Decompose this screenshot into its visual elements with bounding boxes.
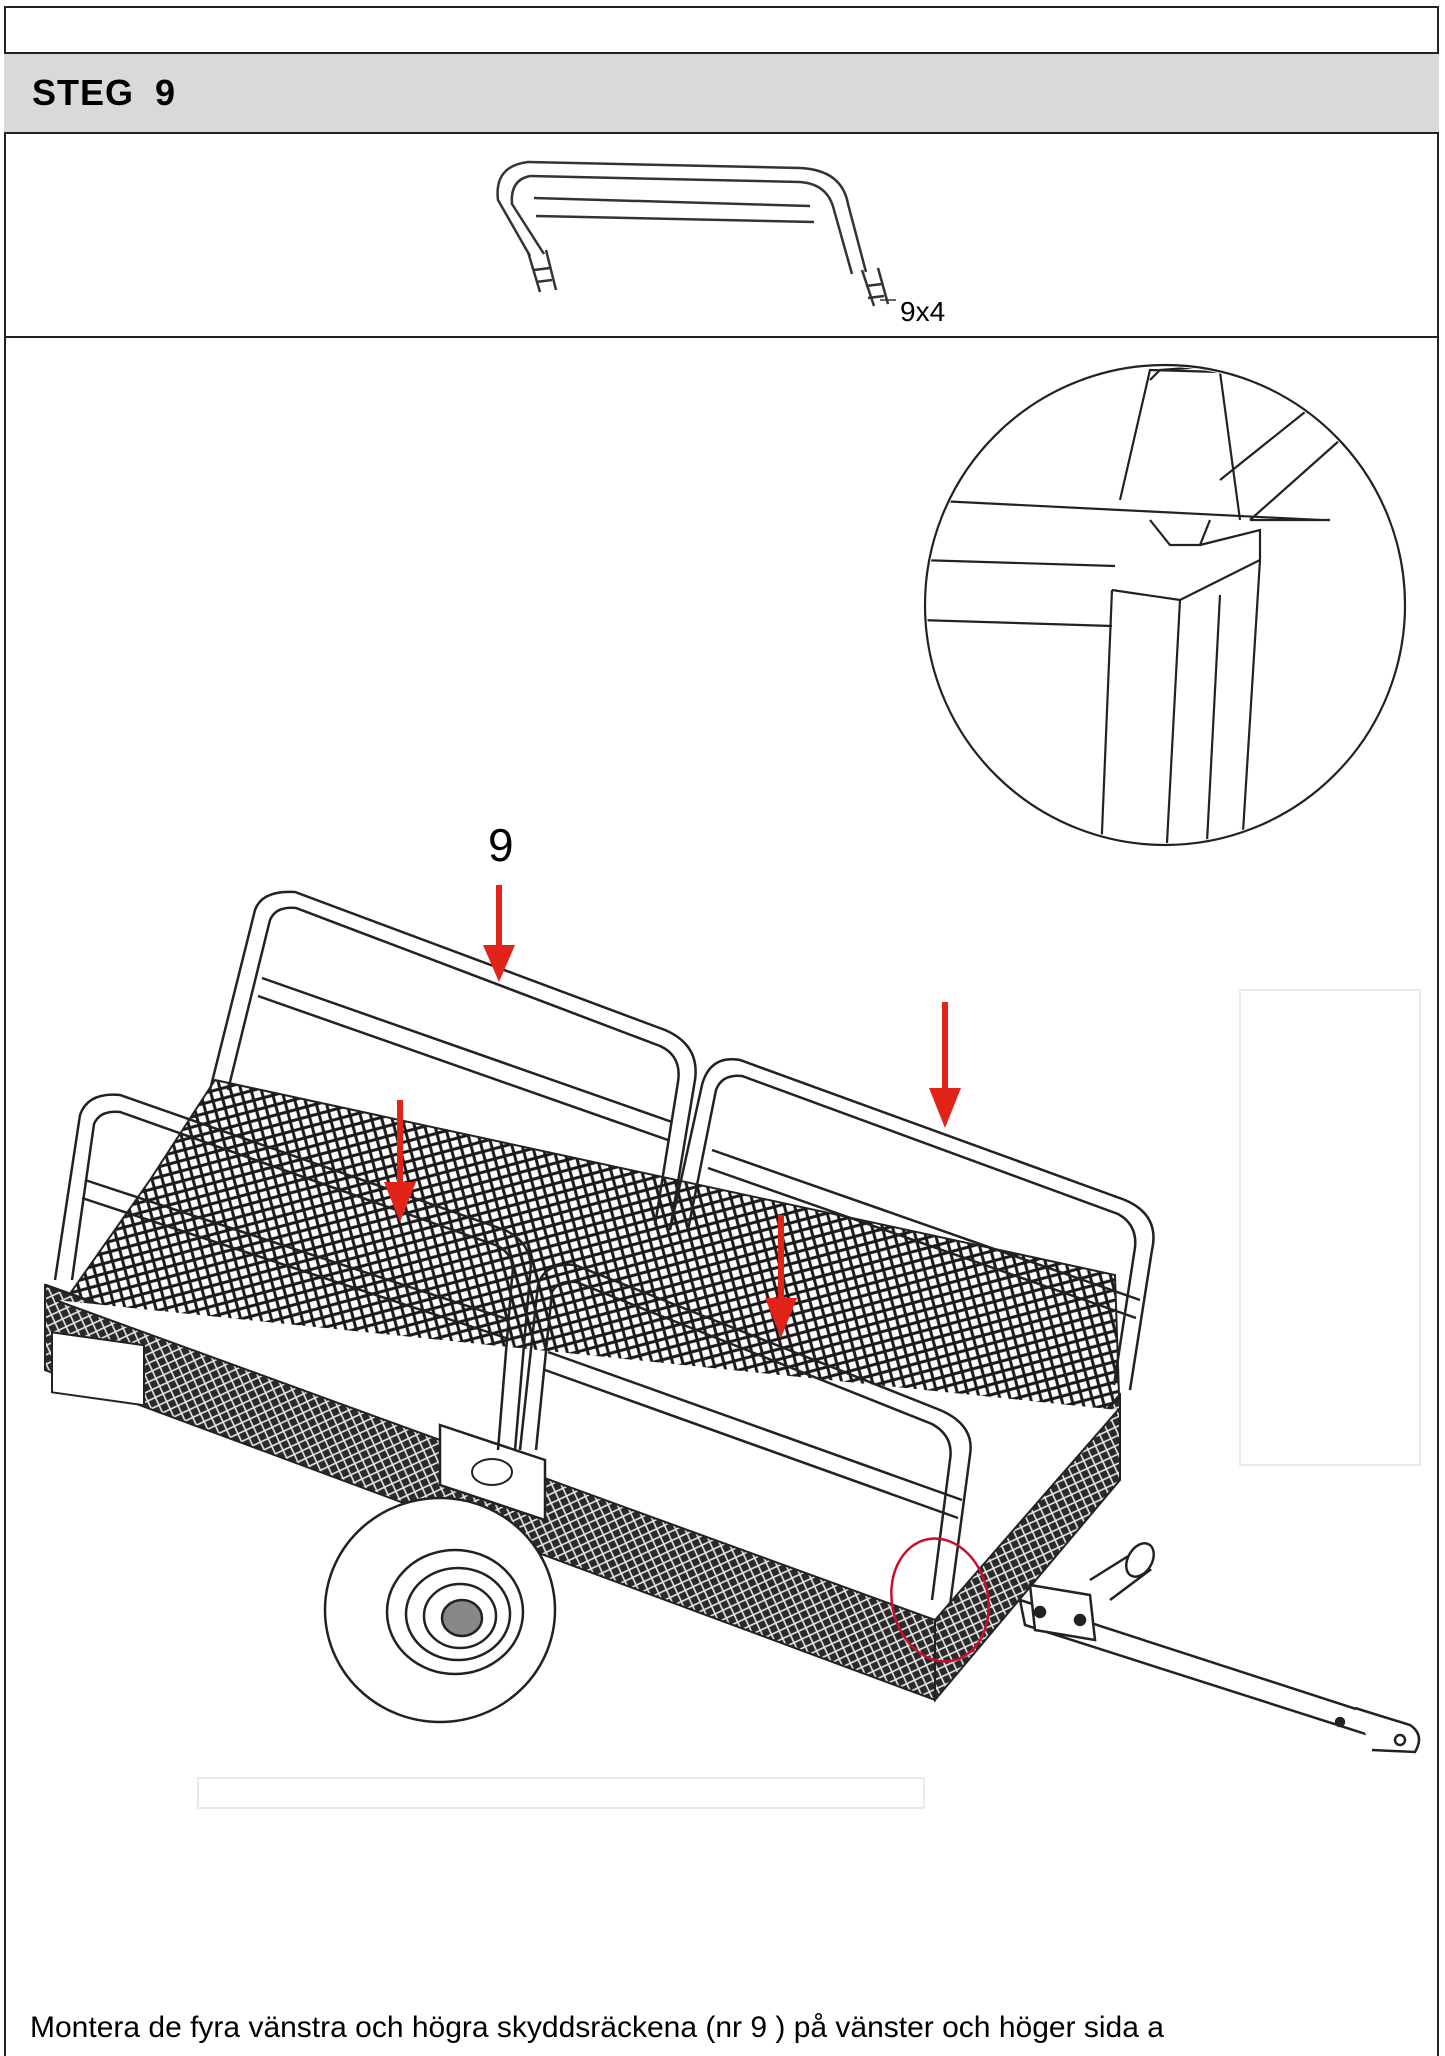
- quantity-label: 9x4: [900, 296, 946, 327]
- guard-rail-front-right: [518, 1263, 972, 1606]
- callout-number: 9: [488, 819, 514, 871]
- arrow-1: [483, 885, 515, 982]
- instruction-text: Montera de fyra vänstra och högra skydds…: [30, 2011, 1164, 2044]
- red-arrows: [384, 885, 961, 1338]
- guard-rail-part: [496, 160, 890, 307]
- trailer-tongue: [1018, 1542, 1421, 1754]
- blank-panel: [1239, 989, 1421, 1466]
- guard-rail-front-left: [53, 1093, 532, 1451]
- guard-rail-rear-right: [668, 1058, 1155, 1391]
- arrow-3: [384, 1100, 416, 1222]
- guard-rail-rear-left: [208, 890, 697, 1231]
- page-frame: [4, 6, 1439, 2056]
- arrow-4: [765, 1215, 797, 1338]
- arrow-2: [929, 1002, 961, 1128]
- step-header: STEG 9: [4, 52, 1439, 134]
- trailer-drawing: [44, 885, 1421, 1754]
- blank-strip: [197, 1777, 925, 1809]
- highlight-circle: [890, 1537, 990, 1663]
- section-divider: [4, 336, 1439, 338]
- wheel: [323, 1496, 557, 1724]
- step-title: STEG 9: [32, 72, 177, 113]
- detail-magnifier: [923, 363, 1407, 847]
- label-plate: [51, 1331, 145, 1407]
